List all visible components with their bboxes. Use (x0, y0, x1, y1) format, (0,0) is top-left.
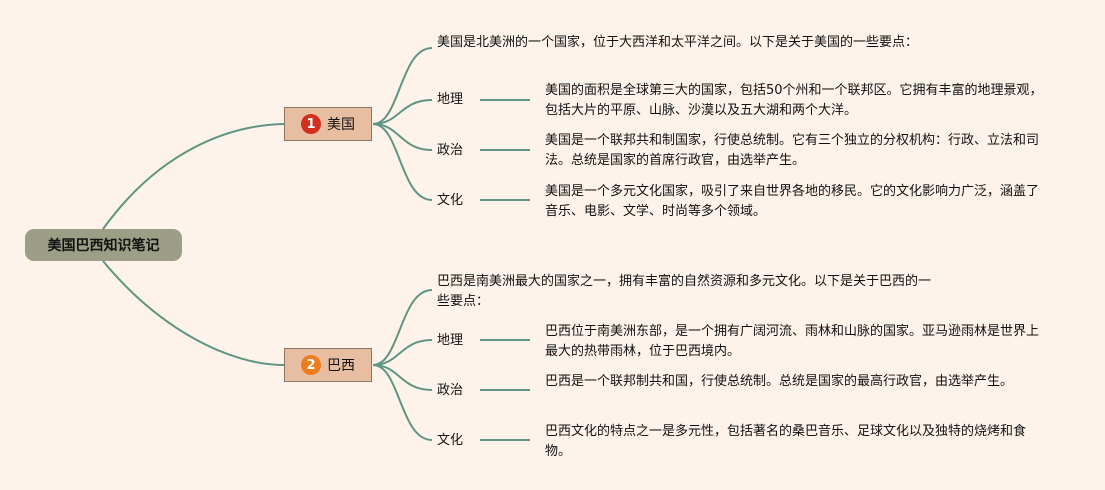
brazil-politics-detail: 巴西是一个联邦制共和国，行使总统制。总统是国家的最高行政官，由选举产生。 (545, 374, 1014, 389)
connector-usa-intro (372, 47, 433, 125)
branch-node-usa[interactable]: 1 美国 (284, 107, 372, 141)
usa-topic-geography[interactable]: 地理 (437, 92, 464, 107)
brazil-topic-culture[interactable]: 文化 (437, 433, 464, 448)
connector-usa-cul (372, 123, 433, 201)
connector-usa-pol (372, 123, 433, 151)
connector-brazil-geo (372, 339, 433, 366)
number-badge-2: 2 (301, 355, 321, 375)
connector-brazil-cul (372, 364, 433, 441)
branch-label-usa: 美国 (327, 117, 355, 133)
root-node[interactable]: 美国巴西知识笔记 (25, 229, 182, 261)
usa-politics-detail: 美国是一个联邦共和制国家，行使总统制。它有三个独立的分权机构：行政、立法和司法。… (545, 133, 1040, 168)
branch-node-brazil[interactable]: 2 巴西 (284, 348, 372, 382)
connector-root-brazil (102, 260, 285, 366)
usa-topic-politics[interactable]: 政治 (437, 143, 464, 158)
usa-intro: 美国是北美洲的一个国家，位于大西洋和太平洋之间。以下是关于美国的一些要点： (437, 35, 919, 50)
connector-root-usa (102, 123, 285, 230)
branch-label-brazil: 巴西 (327, 358, 355, 374)
usa-topic-culture[interactable]: 文化 (437, 193, 464, 208)
brazil-topic-geography[interactable]: 地理 (437, 333, 464, 348)
usa-geography-detail: 美国的面积是全球第三大的国家，包括50个州和一个联邦区。它拥有丰富的地理景观，包… (545, 83, 1043, 118)
brazil-intro: 巴西是南美洲最大的国家之一，拥有丰富的自然资源和多元文化。以下是关于巴西的一些要… (437, 274, 932, 309)
connector-usa-geo (372, 99, 433, 125)
connector-brazil-pol (372, 364, 433, 391)
brazil-culture-detail: 巴西文化的特点之一是多元性，包括著名的桑巴音乐、足球文化以及独特的烧烤和食物。 (545, 424, 1027, 459)
root-label: 美国巴西知识笔记 (47, 238, 160, 254)
brazil-topic-politics[interactable]: 政治 (437, 383, 464, 398)
number-badge-1: 1 (301, 114, 321, 134)
usa-culture-detail: 美国是一个多元文化国家，吸引了来自世界各地的移民。它的文化影响力广泛，涵盖了音乐… (545, 184, 1040, 219)
connector-brazil-intro (372, 289, 433, 366)
brazil-geography-detail: 巴西位于南美洲东部，是一个拥有广阔河流、雨林和山脉的国家。亚马逊雨林是世界上最大… (545, 324, 1040, 359)
